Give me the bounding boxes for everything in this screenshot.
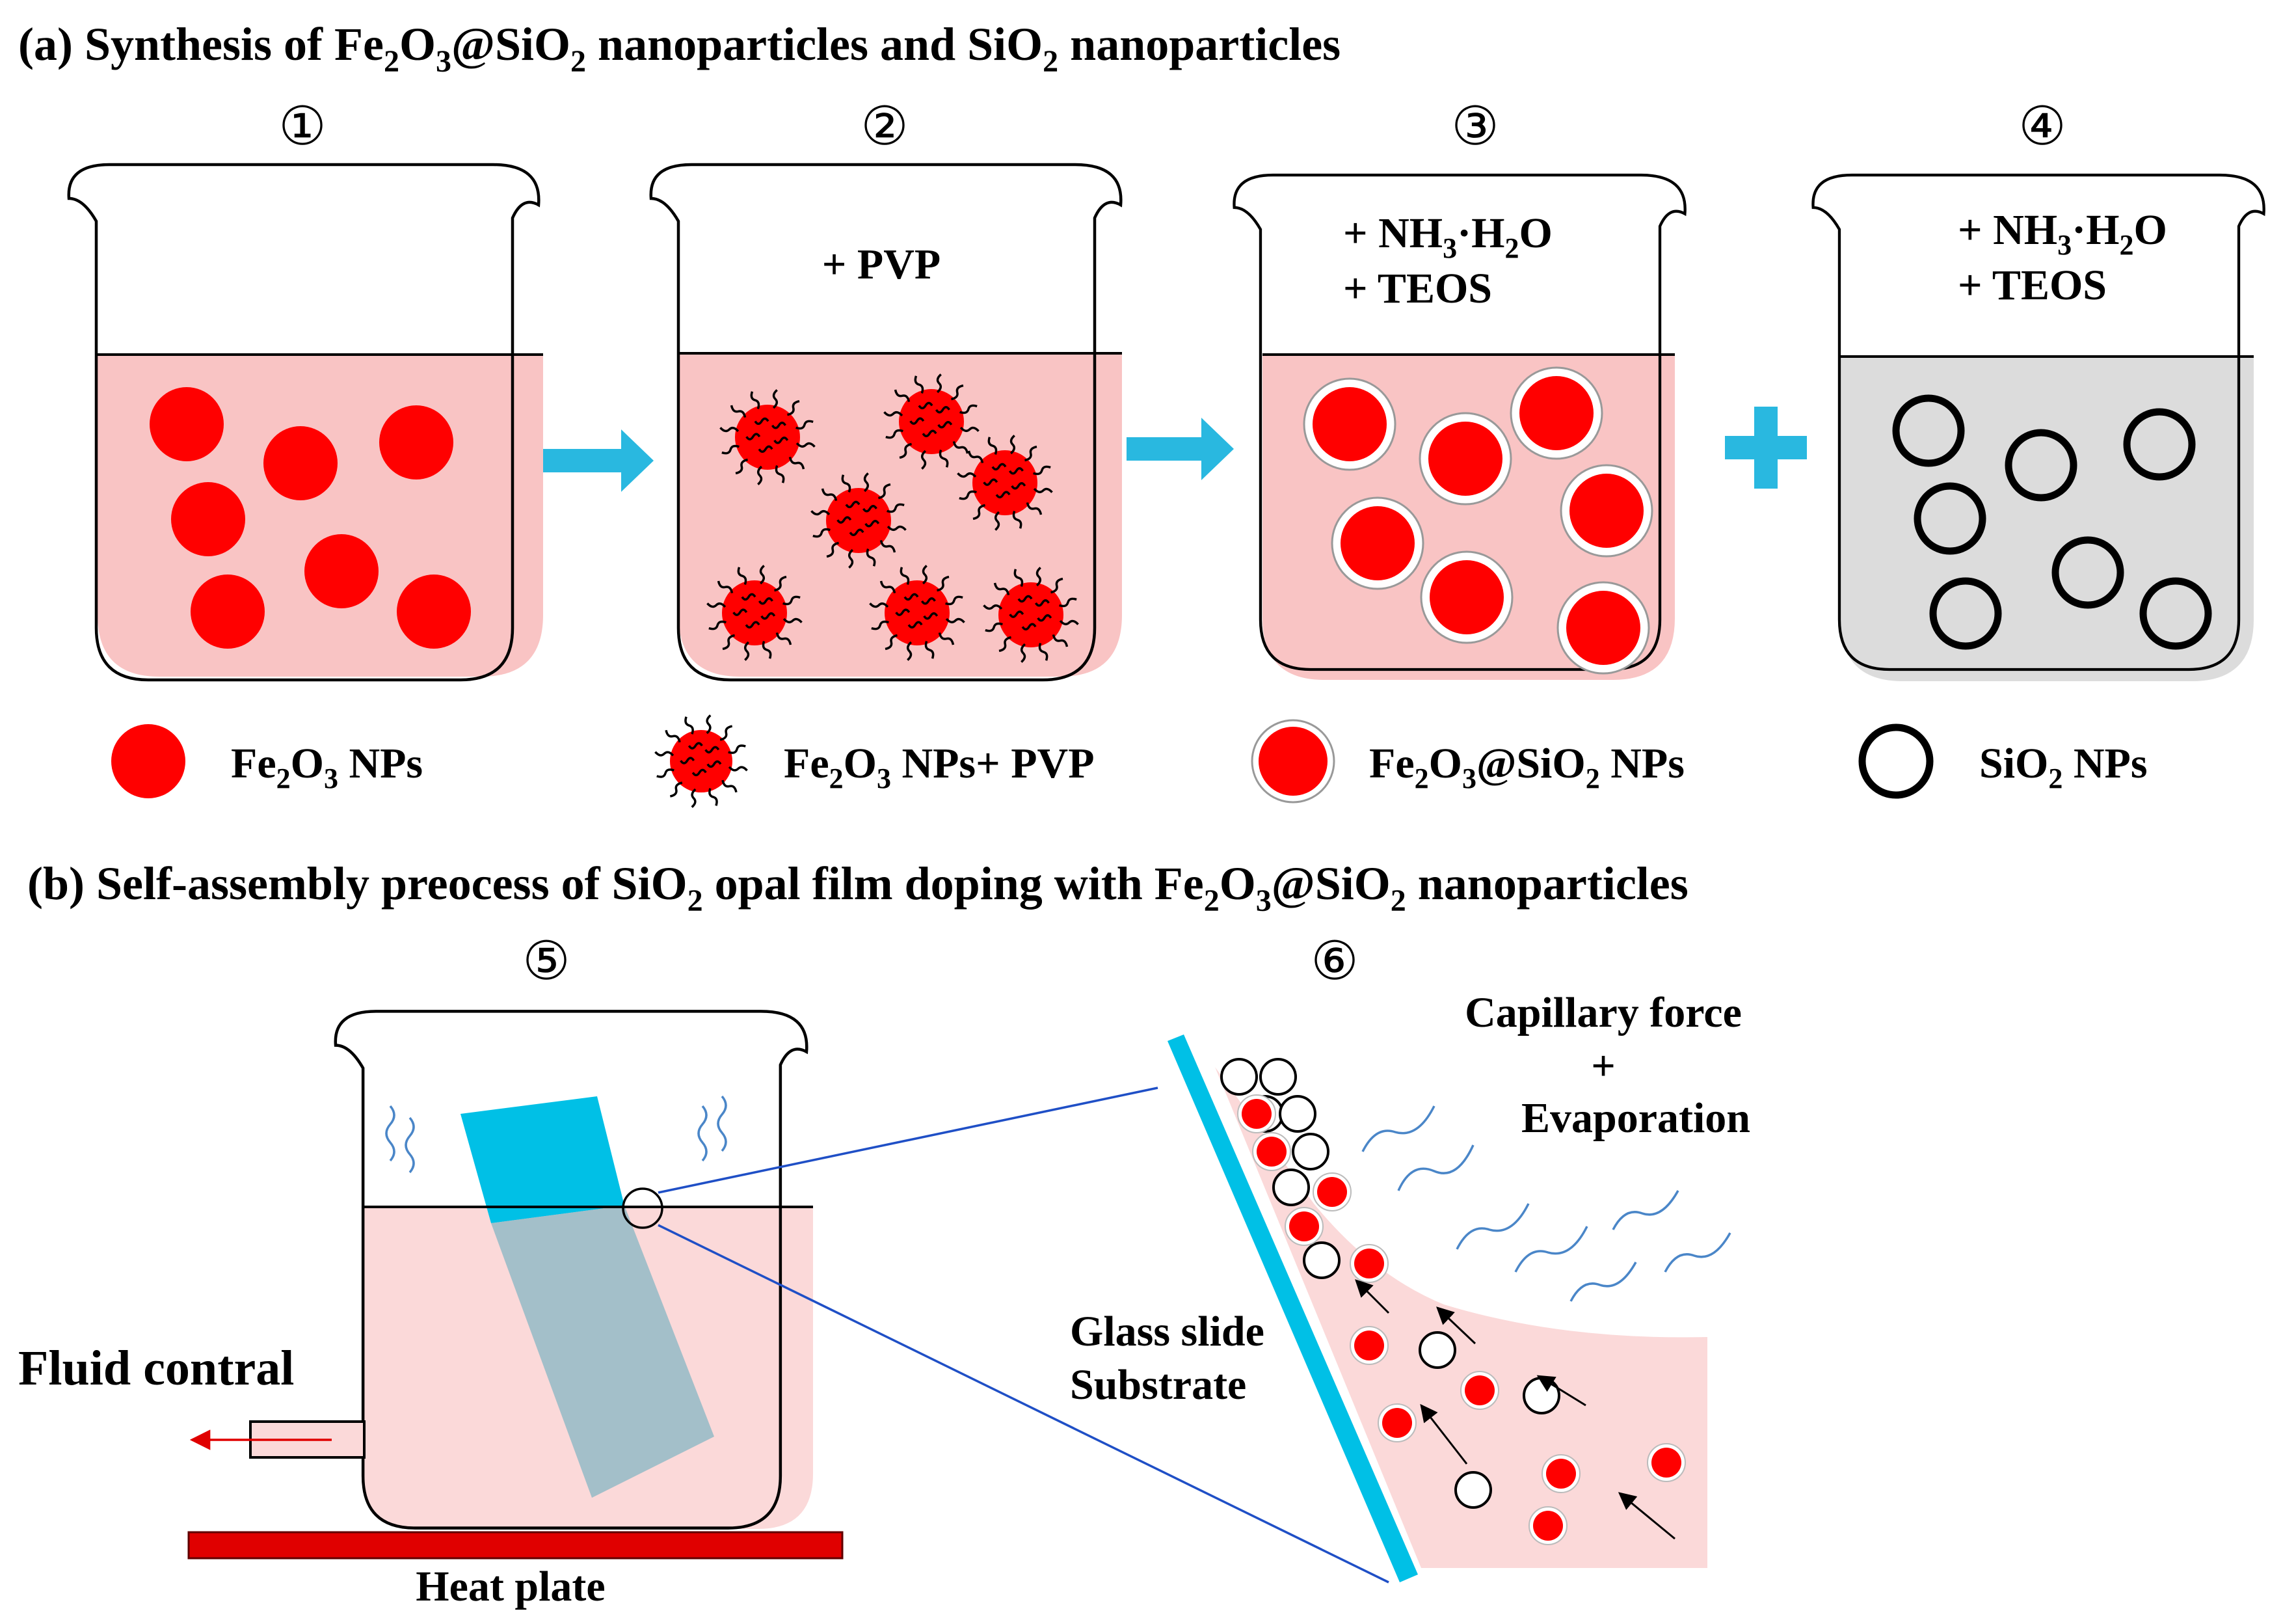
flow-arrows [1355, 1279, 1675, 1540]
reagent-ammonia-4: + NH3·H2O [1958, 206, 2167, 261]
arrow-right-1 [543, 429, 654, 492]
beaker-4: + NH3·H2O + TEOS [1813, 175, 2263, 681]
legend-fe2o3-label: Fe2O3 NPs [231, 740, 423, 794]
glass-slide-substrate [1168, 1034, 1418, 1582]
zoom-line-top [658, 1087, 1158, 1194]
substrate-label: Substrate [1070, 1361, 1246, 1409]
fluid-control-label: Fluid contral [18, 1341, 294, 1396]
beaker-5 [189, 1011, 813, 1529]
meniscus-liquid [1215, 1067, 1707, 1568]
reagent-ammonia-3: + NH3·H2O [1343, 210, 1553, 264]
step-number-5: ⑤ [522, 930, 570, 992]
sio2-particles [1892, 394, 2212, 650]
core-shell-particles [1303, 366, 1653, 675]
legend-fe2o3-swatch [111, 724, 185, 798]
step-number-1: ① [278, 96, 327, 157]
legend-sio2-label: SiO2 NPs [1979, 740, 2148, 794]
part-a-title: (a) Synthesis of Fe2O3@SiO2 nanoparticle… [18, 18, 1341, 79]
zoom-line-bottom [658, 1224, 1389, 1584]
step-number-6: ⑥ [1311, 930, 1359, 992]
beaker-2: + PVP [651, 165, 1122, 680]
beaker-1 [69, 165, 543, 680]
fe2o3-pvp-particles [706, 373, 1079, 663]
glass-slide-label: Glass slide [1070, 1308, 1264, 1355]
evaporation-label: Evaporation [1521, 1094, 1750, 1142]
glass-slide-submerged [491, 1206, 714, 1498]
reagent-teos-4: + TEOS [1958, 262, 2107, 309]
heat-plate [187, 1531, 844, 1560]
legend: Fe2O3 NPs Fe2O3 NPs+ PVP Fe2O3@SiO2 NPs … [111, 714, 2148, 808]
zoom-particles [1220, 1058, 1686, 1545]
legend-sio2-swatch [1858, 723, 1934, 799]
outlet-tube [189, 1420, 366, 1459]
arrow-right-2 [1127, 418, 1234, 480]
fe2o3-particles [150, 387, 471, 649]
part-b-title: (b) Self-assembly preocess of SiO2 opal … [27, 858, 1689, 918]
zoom-circle [622, 1187, 663, 1229]
heat-plate-label: Heat plate [416, 1563, 605, 1610]
step-number-2: ② [861, 96, 909, 157]
legend-core-shell-core [1259, 727, 1328, 796]
legend-fe2o3-pvp-swatch [654, 714, 748, 808]
legend-core-shell-label: Fe2O3@SiO2 NPs [1369, 740, 1685, 794]
capillary-force-label: Capillary force [1465, 989, 1742, 1036]
plus-label: + [1591, 1042, 1616, 1090]
zoom-view: Glass slide Substrate Capillary force + … [1070, 989, 1750, 1582]
vapor-waves-beaker [385, 1095, 727, 1174]
plus-sign [1725, 407, 1807, 489]
beaker-4-liquid [1841, 357, 2254, 681]
glass-slide-above-liquid [461, 1096, 624, 1223]
vapor-waves-zoom [1361, 1105, 1731, 1302]
reagent-teos-3: + TEOS [1343, 265, 1492, 312]
step-number-4: ④ [2018, 96, 2066, 157]
beaker-3: + NH3·H2O + TEOS [1234, 175, 1685, 680]
step-number-3: ③ [1451, 96, 1499, 157]
legend-fe2o3-pvp-label: Fe2O3 NPs+ PVP [784, 740, 1095, 794]
reagent-pvp: + PVP [822, 241, 941, 288]
